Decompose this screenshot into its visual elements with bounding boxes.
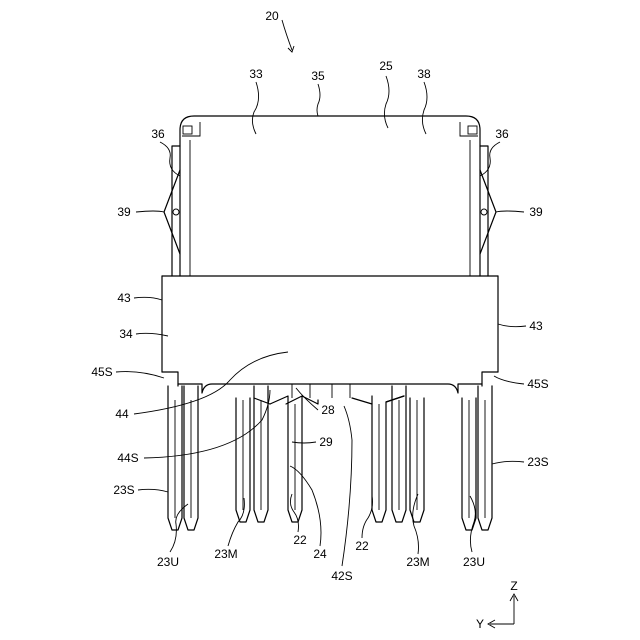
- label-39-right: 39: [529, 205, 543, 219]
- label-42s: 42S: [331, 569, 352, 583]
- label-22-left: 22: [293, 533, 307, 547]
- label-23u-left: 23U: [157, 555, 179, 569]
- label-44: 44: [115, 407, 129, 421]
- label-23u-right: 23U: [463, 555, 485, 569]
- lower-housing: [162, 276, 498, 398]
- label-43-right: 43: [529, 319, 543, 333]
- leader-lines: [116, 20, 526, 566]
- label-36-left: 36: [151, 127, 165, 141]
- label-35: 35: [311, 69, 325, 83]
- pin-22-left: [270, 396, 302, 522]
- label-23m-left: 23M: [214, 547, 237, 561]
- label-20: 20: [265, 9, 279, 23]
- axis-z-label: Z: [510, 579, 517, 593]
- label-23m-right: 23M: [406, 555, 429, 569]
- label-45s-left: 45S: [91, 365, 112, 379]
- label-22-right: 22: [355, 539, 369, 553]
- label-34: 34: [119, 327, 133, 341]
- label-23s-right: 23S: [527, 455, 548, 469]
- label-43-left: 43: [117, 291, 131, 305]
- label-45s-right: 45S: [527, 377, 548, 391]
- label-39-left: 39: [117, 205, 131, 219]
- axis-indicator: Z Y: [476, 579, 518, 631]
- label-24: 24: [313, 547, 327, 561]
- label-25: 25: [379, 59, 393, 73]
- label-33: 33: [249, 67, 263, 81]
- upper-housing: [164, 116, 496, 276]
- label-38: 38: [417, 67, 431, 81]
- label-36-right: 36: [495, 127, 509, 141]
- axis-y-label: Y: [476, 617, 484, 631]
- label-28: 28: [321, 403, 335, 417]
- label-44s: 44S: [117, 451, 138, 465]
- label-23s-left: 23S: [113, 483, 134, 497]
- label-29: 29: [319, 435, 333, 449]
